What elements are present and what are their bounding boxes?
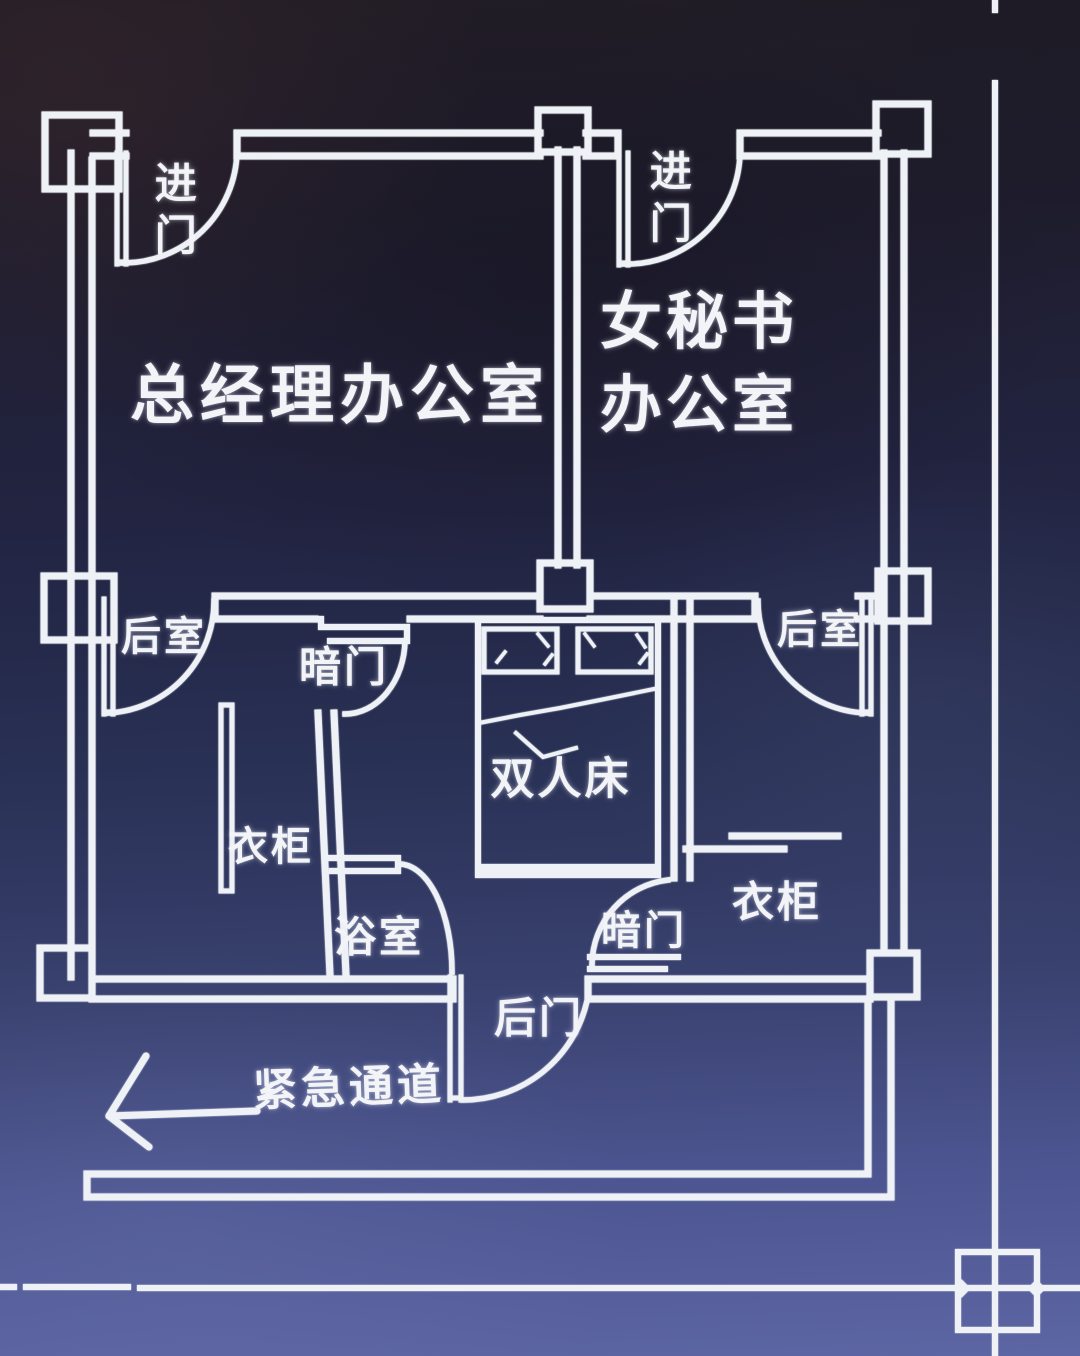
label-entry-right: 进门 xyxy=(644,149,692,253)
doors xyxy=(101,149,874,1103)
pillars xyxy=(36,100,932,1002)
label-secretary-office: 女秘书 办公室 xyxy=(599,287,799,440)
label-gm-office: 总经理办公室 xyxy=(130,359,550,432)
pillar-top-center xyxy=(534,106,592,156)
blanket-fold-line xyxy=(476,686,657,726)
label-double-bed: 双人床 xyxy=(490,754,632,804)
wardrobe-left-shape xyxy=(218,702,235,894)
pillow-marks-right xyxy=(582,631,650,666)
pillar-bottom-left xyxy=(36,944,96,1002)
hidden-door-right xyxy=(587,876,681,972)
back-door xyxy=(447,974,591,1103)
pillar-bottom-right xyxy=(866,949,921,1001)
label-wardrobe-right: 衣柜 xyxy=(731,878,823,926)
label-hidden-door-right: 暗门 xyxy=(601,909,687,953)
label-emergency-exit: 紧急通道 xyxy=(252,1060,446,1116)
label-wardrobe-left: 衣柜 xyxy=(228,825,314,869)
emergency-arrow xyxy=(105,1052,261,1151)
backroom-door-right xyxy=(755,596,874,717)
entry-door-left xyxy=(114,149,240,267)
pillar-top-left xyxy=(41,111,123,193)
pillow-left xyxy=(481,626,560,675)
pillow-marks-left xyxy=(494,631,555,667)
double-bed xyxy=(475,617,661,878)
label-bathroom: 浴室 xyxy=(333,913,425,961)
label-hidden-door-left: 暗门 xyxy=(298,643,390,691)
pillar-top-right xyxy=(872,100,932,158)
pillar-mid-center xyxy=(536,559,594,613)
hidden-door-left xyxy=(318,616,410,717)
backroom-door-left xyxy=(101,596,217,717)
entry-door-right xyxy=(616,149,743,268)
label-back-door: 后门 xyxy=(493,994,585,1042)
pillow-right xyxy=(575,626,654,675)
bed-label-pointer xyxy=(513,730,579,760)
wardrobe-right-shape xyxy=(682,832,842,853)
label-backroom-right: 后室 xyxy=(777,608,863,652)
bathroom-door xyxy=(327,855,455,975)
label-entry-left: 进门 xyxy=(149,161,197,265)
pillar-mid-right xyxy=(874,567,932,625)
frame-grip-dots xyxy=(952,1279,1046,1298)
walls xyxy=(67,129,908,1201)
bottom-frame-line xyxy=(0,1284,1080,1291)
label-backroom-left: 后室 xyxy=(121,615,207,659)
